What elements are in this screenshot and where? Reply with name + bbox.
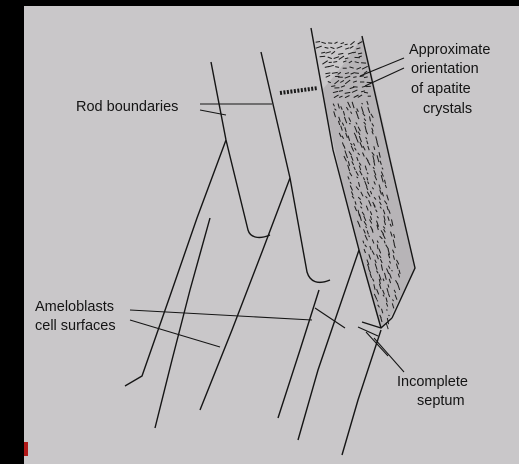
crystal-dash: [386, 323, 388, 329]
crystal-dash: [345, 44, 348, 45]
crystal-dash: [330, 47, 334, 48]
crystal-dash: [355, 73, 359, 74]
label-crystals-1: Approximate: [409, 42, 490, 58]
crystal-dash: [320, 56, 326, 57]
crystal-dash: [335, 67, 339, 68]
crystal-dash: [345, 48, 349, 49]
crystal-top-band: [280, 88, 318, 93]
crystal-dash: [316, 46, 322, 48]
crystal-dash: [334, 57, 339, 59]
crystal-dash: [339, 56, 344, 59]
crystal-dash: [333, 62, 337, 63]
crystal-dash: [337, 46, 343, 48]
crystal-dash: [353, 52, 356, 53]
crystal-dash: [325, 73, 330, 74]
label-crystals-2: orientation: [411, 61, 479, 77]
crystal-dash: [326, 52, 331, 54]
crystal-dash: [335, 42, 338, 44]
crystal-dash: [326, 75, 330, 77]
label-ameloblasts-2: cell surfaces: [35, 318, 116, 334]
crystal-dash: [321, 52, 325, 53]
crystal-dash: [391, 270, 392, 271]
label-crystals-3: of apatite: [411, 81, 471, 97]
crystal-dash: [377, 300, 378, 301]
crystal-dash: [321, 42, 325, 43]
crystal-dash: [328, 57, 332, 59]
crystal-dash: [316, 42, 321, 43]
label-septum-2: septum: [417, 393, 465, 409]
label-septum-1: Incomplete: [397, 374, 468, 390]
crystal-dash: [353, 77, 356, 78]
crystal-dash: [322, 61, 327, 64]
crystal-dash: [331, 51, 335, 54]
edge-mark: [24, 442, 28, 456]
label-crystals-4: crystals: [423, 101, 472, 117]
crystal-dash: [364, 77, 368, 78]
label-rod-boundaries: Rod boundaries: [76, 99, 178, 115]
crystal-dash: [338, 53, 343, 54]
crystal-dash: [353, 87, 358, 88]
crystal-dash: [341, 43, 344, 44]
crystal-dash: [350, 41, 354, 45]
crystal-dash: [350, 46, 354, 48]
crystal-dash: [325, 47, 329, 48]
label-ameloblasts-1: Ameloblasts: [35, 299, 114, 315]
